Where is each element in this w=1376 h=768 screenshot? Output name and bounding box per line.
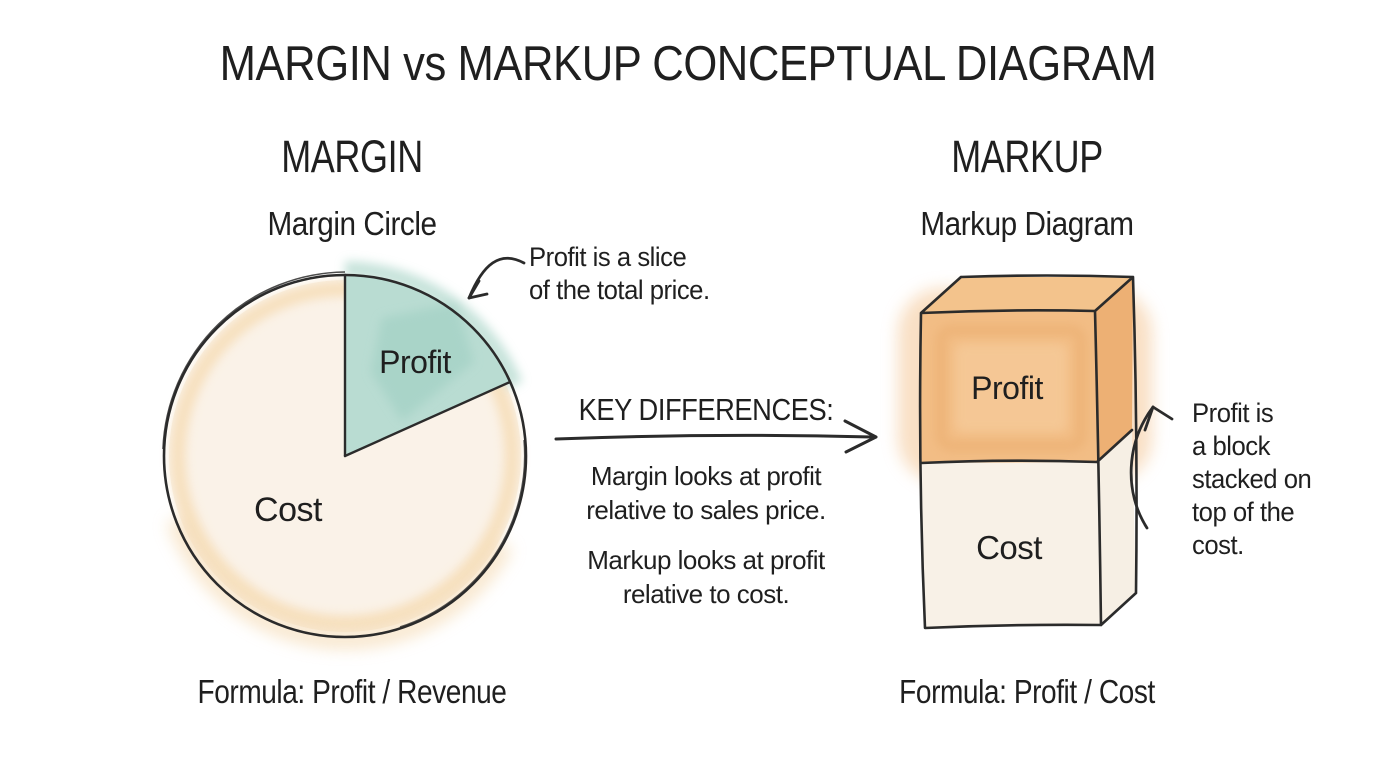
margin-heading: MARGIN xyxy=(281,131,423,182)
slice-edge-right xyxy=(343,380,512,458)
profit-block-texture-edge xyxy=(936,325,1086,451)
cost-block-front-face xyxy=(921,462,1101,628)
key-differences-margin-point: Margin looks at profit relative to sales… xyxy=(586,461,826,525)
pie-outline-sketch-1 xyxy=(162,271,346,450)
profit-block-texture-center xyxy=(955,344,1067,432)
block-cost-label: Cost xyxy=(976,529,1042,566)
pie-profit-slice-texture xyxy=(371,303,474,421)
markup-stacked-blocks xyxy=(898,274,1152,630)
markup-heading: MARKUP xyxy=(951,131,1103,182)
profit-block-side-face xyxy=(1095,277,1133,462)
pie-watercolor-bottom xyxy=(167,517,513,649)
cost-block-side-face xyxy=(1097,430,1136,625)
margin-formula: Formula: Profit / Revenue xyxy=(197,673,507,710)
profit-block-top-face xyxy=(921,277,1133,312)
slice-annotation-arrow xyxy=(467,256,526,300)
profit-slice-bleed xyxy=(344,261,523,389)
slice-annotation-text: Profit is a slice of the total price. xyxy=(529,242,710,305)
markup-subtitle: Markup Diagram xyxy=(920,205,1134,242)
margin-pie-chart xyxy=(162,261,528,649)
margin-subtitle: Margin Circle xyxy=(267,205,437,242)
key-differences-heading: KEY DIFFERENCES: xyxy=(578,392,834,427)
block-annotation-text: Profit is a block stacked on top of the … xyxy=(1192,398,1312,560)
block-profit-label: Profit xyxy=(971,370,1043,406)
pie-profit-label: Profit xyxy=(379,344,451,380)
markup-formula: Formula: Profit / Cost xyxy=(899,673,1155,710)
page-title: MARGIN vs MARKUP CONCEPTUAL DIAGRAM xyxy=(219,37,1157,91)
pie-cost-label: Cost xyxy=(254,491,322,529)
pie-outline-sketch-2 xyxy=(399,439,526,628)
block-annotation-arrow xyxy=(1129,405,1174,530)
key-differences-markup-point: Markup looks at profit relative to cost. xyxy=(587,545,825,609)
key-differences-arrow xyxy=(554,419,878,454)
